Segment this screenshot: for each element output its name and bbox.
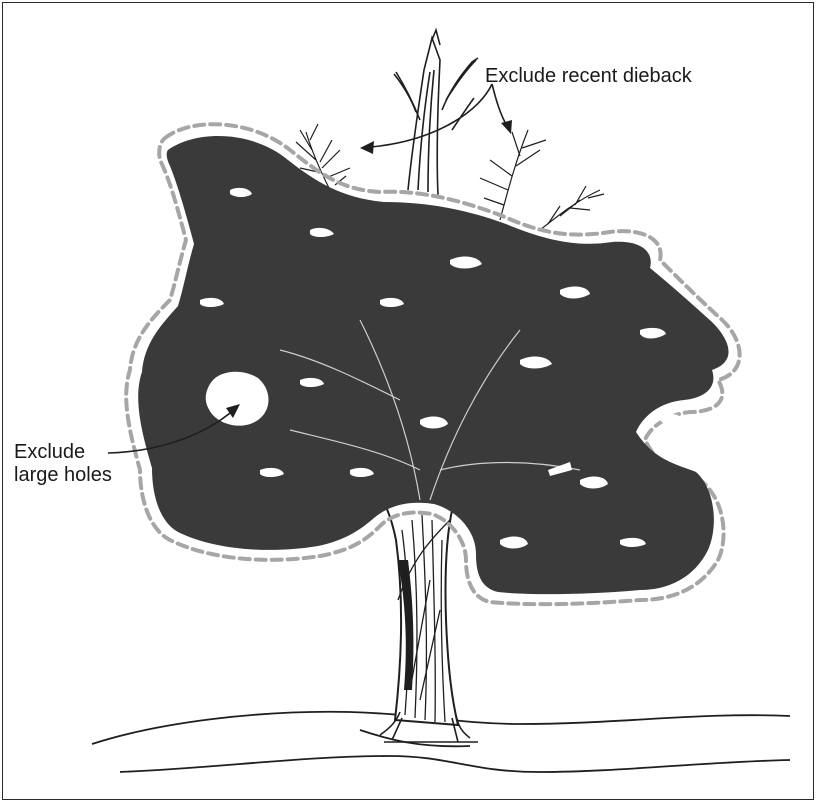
ground-line-lower xyxy=(120,756,790,772)
ground-line-mid xyxy=(360,730,470,746)
arrow-dieback-right xyxy=(492,84,508,128)
dieback-annotation: Exclude recent dieback xyxy=(485,65,692,88)
holes-annotation-line2: large holes xyxy=(14,464,112,487)
dead-leader xyxy=(394,30,478,195)
holes-annotation: Exclude large holes xyxy=(14,441,112,487)
trunk-body xyxy=(380,495,458,725)
holes-annotation-line1: Exclude xyxy=(14,441,112,464)
trunk xyxy=(380,495,478,742)
